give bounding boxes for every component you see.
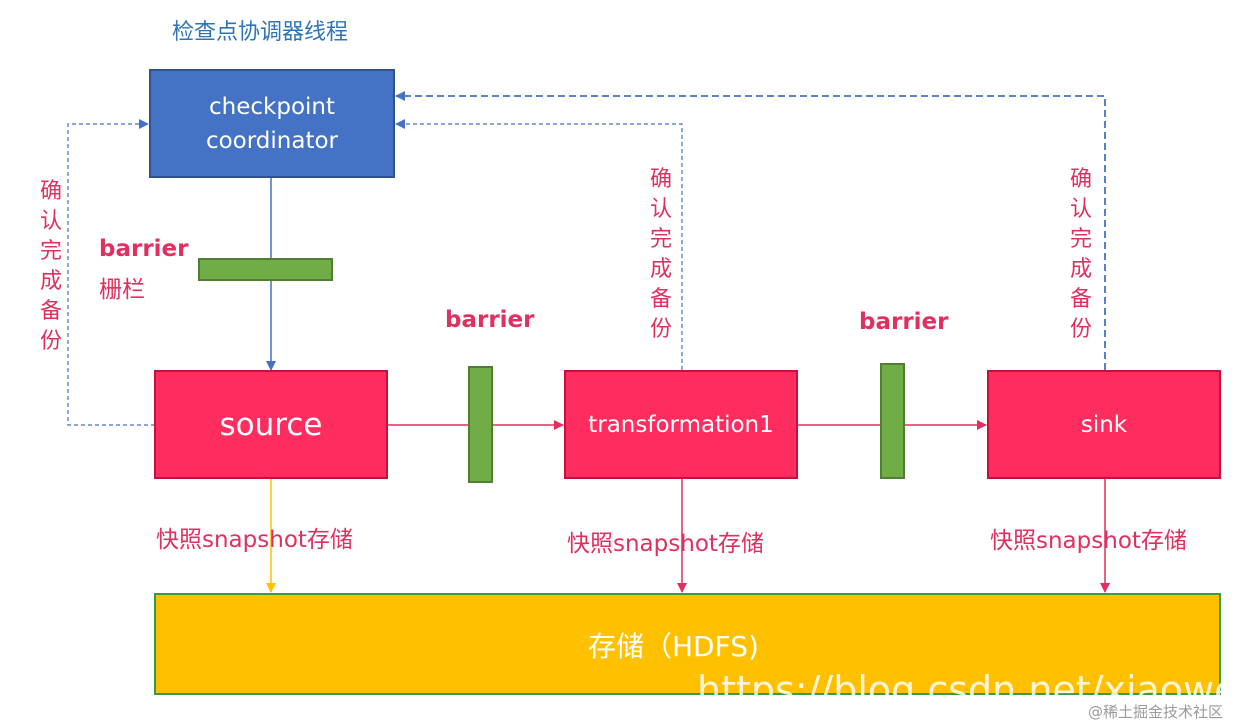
- transformation-node-label: transformation1: [588, 411, 774, 438]
- checkpoint-coordinator-box: checkpoint coordinator: [149, 69, 395, 178]
- sink-ack-arrow: [395, 91, 1106, 370]
- snapshot-label-sink: 快照snapshot存储: [990, 528, 1187, 554]
- ack-label-transformation: 确认完成备份: [649, 167, 672, 342]
- coordinator-thread-title: 检查点协调器线程: [172, 20, 349, 45]
- snapshot-label-source: 快照snapshot存储: [156, 527, 353, 553]
- sink-node-label: sink: [1080, 411, 1128, 438]
- snapshot-label-transformation: 快照snapshot存储: [567, 531, 764, 557]
- sink-node: sink: [987, 370, 1221, 479]
- source-node: source: [154, 370, 388, 479]
- barrier-vertical-1: [468, 366, 493, 483]
- hdfs-storage-box: 存储（HDFS): [154, 593, 1221, 695]
- storage-label: 存储（HDFS): [588, 630, 759, 663]
- transformation-ack-arrow: [395, 119, 683, 370]
- footer-watermark: @稀土掘金技术社区: [1088, 703, 1224, 721]
- barrier-vertical-2: [880, 363, 905, 479]
- ack-label-sink: 确认完成备份: [1069, 167, 1092, 342]
- url-watermark: https://blog.csdn.net/xiaoweite: [697, 668, 1221, 712]
- barrier-fence-label: 栅栏: [99, 277, 145, 303]
- barrier-label-mid2: barrier: [859, 309, 949, 335]
- coordinator-label-line2: coordinator: [205, 127, 339, 154]
- transformation-node: transformation1: [564, 370, 798, 479]
- source-ack-arrow: [67, 119, 155, 426]
- barrier-label-mid1: barrier: [445, 307, 535, 333]
- ack-label-source: 确认完成备份: [39, 179, 62, 354]
- barrier-horizontal: [198, 258, 333, 281]
- coordinator-label-line1: checkpoint: [209, 93, 335, 120]
- source-node-label: source: [219, 406, 323, 443]
- barrier-label-coordinator: barrier: [99, 236, 189, 262]
